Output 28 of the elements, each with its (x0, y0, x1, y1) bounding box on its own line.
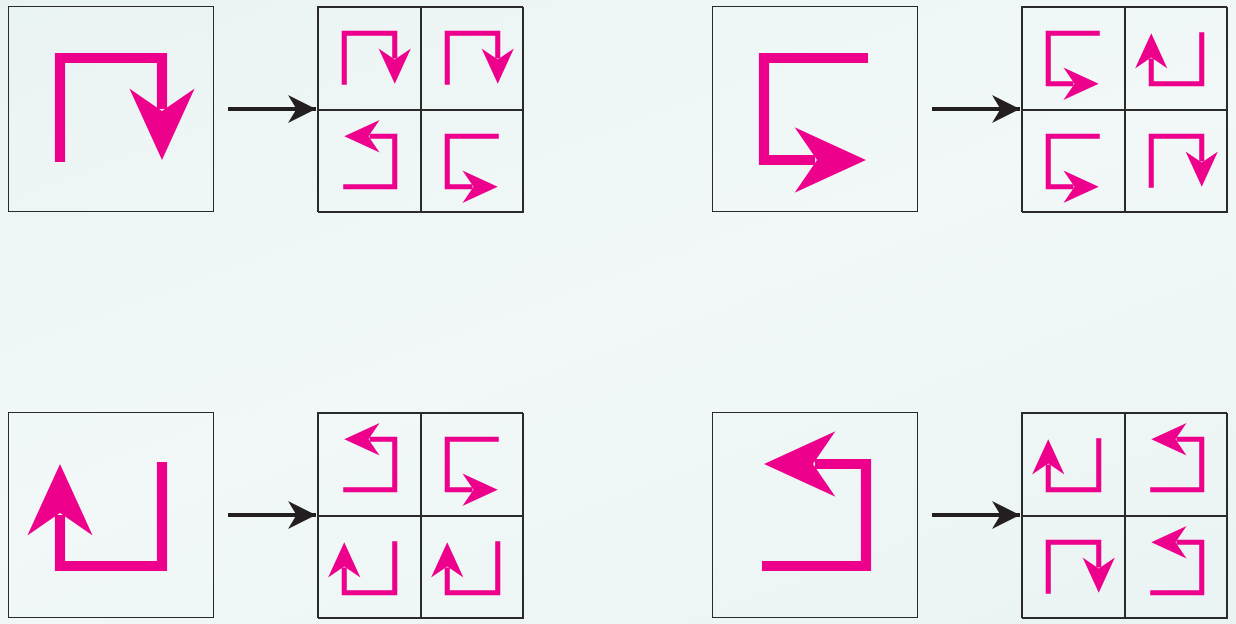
tile (1022, 516, 1125, 619)
tile (1022, 7, 1125, 110)
tile-grid (1021, 412, 1227, 618)
tile (421, 7, 524, 110)
tile (8, 412, 214, 618)
tile (318, 7, 421, 110)
tile (712, 412, 918, 618)
tile (421, 110, 524, 213)
tile (1125, 516, 1228, 619)
tile (318, 413, 421, 516)
tile-grid (1021, 6, 1227, 212)
tile (712, 6, 918, 212)
arrow (228, 95, 316, 123)
tile (1125, 110, 1228, 213)
tile (8, 6, 214, 212)
tile (1022, 110, 1125, 213)
tile (1022, 413, 1125, 516)
arrow (932, 95, 1020, 123)
arrow (228, 501, 316, 529)
tile (421, 516, 524, 619)
tile-grid (317, 412, 523, 618)
tile (1125, 7, 1228, 110)
arrow (932, 501, 1020, 529)
tile (318, 110, 421, 213)
tile (1125, 413, 1228, 516)
tile (318, 516, 421, 619)
tile-grid (317, 6, 523, 212)
tile (421, 413, 524, 516)
